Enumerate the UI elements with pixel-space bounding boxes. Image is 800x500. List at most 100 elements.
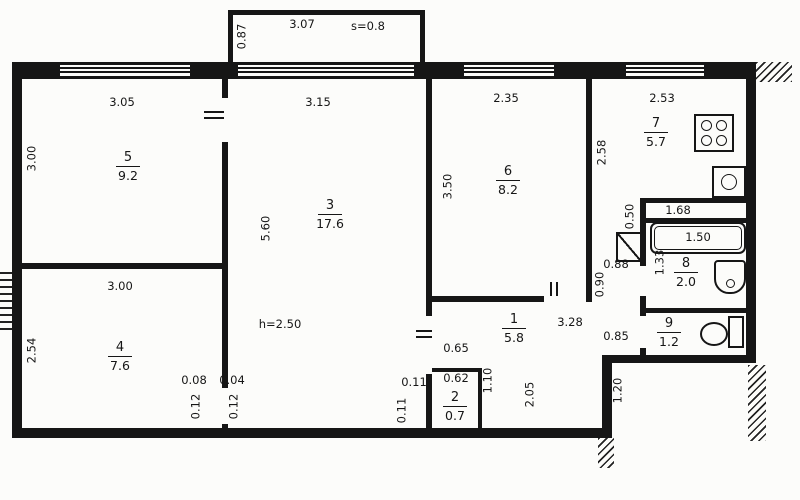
- wall-room6-kitchen: [586, 79, 592, 302]
- bathtub-icon: 1.50: [650, 222, 746, 254]
- top-wall-outer-line: [12, 62, 756, 65]
- top-wall-post-2: [190, 62, 238, 79]
- room-area: 8.2: [498, 182, 518, 197]
- dim-closet-width: 0.62: [443, 371, 469, 385]
- adjacent-wall-stub-below-entry: [598, 438, 614, 468]
- room-number: 1: [502, 313, 526, 329]
- balcony-wall-top: [228, 10, 425, 15]
- window-balcony-glazing-1: [238, 67, 414, 69]
- door-jamb-tick-room6-b: [556, 282, 558, 296]
- room-area: 2.0: [676, 274, 696, 289]
- lower-right-exterior-wall: [602, 355, 756, 363]
- wall-bath-left-lower: [640, 348, 646, 363]
- door-jamb-tick-hall-b: [416, 336, 432, 338]
- window-kitchen-glazing-2: [626, 71, 704, 73]
- top-wall-post-5: [704, 62, 756, 79]
- room-area: 7.6: [110, 358, 130, 373]
- wall-room3-right-upper: [426, 79, 432, 316]
- room-label-4: 4 7.6: [96, 336, 144, 373]
- wall-room5-room3-main: [222, 142, 228, 388]
- door-jamb-tick-hall-a: [416, 330, 432, 332]
- dim-room6-depth: 3.50: [440, 173, 455, 200]
- dim-bath-niche: 0.88: [603, 257, 629, 271]
- wall-bath-left-mid: [640, 296, 646, 316]
- wall-room4-room3-jamb: [222, 424, 228, 428]
- dim-bath-side: 0.90: [592, 271, 607, 298]
- dim-room3-width: 3.15: [305, 95, 331, 109]
- balcony-wall-right: [420, 10, 425, 62]
- room-number: 3: [318, 199, 342, 215]
- window-room5-glazing-1: [60, 67, 190, 69]
- room-number: 6: [496, 165, 520, 181]
- dim-balcony-depth: 0.87: [234, 23, 249, 50]
- door-jamb-tick-room5-a: [204, 111, 224, 113]
- door-jamb-tick-room5-b: [204, 117, 224, 119]
- toilet-bowl-icon: [700, 322, 728, 346]
- room-label-2: 2 0.7: [434, 386, 476, 423]
- room-label-3: 3 17.6: [304, 194, 356, 232]
- ventilation-shaft: [616, 232, 642, 262]
- dim-wall-a: 0.08: [181, 373, 207, 387]
- basin-drain-icon: [726, 279, 735, 288]
- wall-room5-room4: [22, 263, 222, 269]
- dim-hall-door: 0.65: [443, 341, 469, 355]
- dim-tub-length: 1.50: [685, 230, 711, 244]
- dim-room5-depth: 3.00: [24, 145, 39, 172]
- room-area: 9.2: [118, 168, 138, 183]
- stove-icon: [694, 114, 734, 152]
- dim-hall-v2: 2.05: [522, 381, 537, 408]
- room-area: 1.2: [659, 334, 679, 349]
- wall-room3-right-lower: [426, 374, 432, 428]
- door-jamb-tick-room6-a: [550, 282, 552, 296]
- wall-bath-left-upper: [640, 203, 646, 266]
- wall-closet-top: [432, 368, 482, 372]
- room-label-6: 6 8.2: [484, 160, 532, 197]
- dim-kitchen-depth: 2.58: [594, 139, 609, 166]
- window-kitchen-glazing-1: [626, 67, 704, 69]
- top-wall-inner-line: [12, 76, 756, 79]
- wall-kitchen-bottom: [640, 198, 756, 203]
- dim-wall-c: 0.12: [188, 393, 203, 420]
- wall-bath-wc: [646, 308, 746, 313]
- dim-room4-depth: 2.54: [24, 337, 39, 364]
- stove-burner-icon: [701, 120, 712, 131]
- dim-hall-v1: 1.10: [480, 367, 495, 394]
- room-label-9: 9 1.2: [650, 312, 688, 349]
- window-balcony-glazing-2: [238, 71, 414, 73]
- toilet-tank-icon: [728, 316, 744, 348]
- room-number: 8: [674, 257, 698, 273]
- kitchen-sink-icon: [712, 166, 746, 198]
- dim-kitchen-width: 2.53: [649, 91, 675, 105]
- dim-wc-width: 0.85: [603, 329, 629, 343]
- dim-hall-length: 3.28: [557, 315, 583, 329]
- room-label-5: 5 9.2: [104, 146, 152, 183]
- top-wall-post-1: [12, 62, 60, 79]
- entry-step-wall: [602, 362, 612, 438]
- dim-ceiling-height: h=2.50: [258, 317, 302, 331]
- wall-closet-right: [478, 368, 482, 428]
- top-wall-post-3: [414, 62, 464, 79]
- room-number: 4: [108, 341, 132, 357]
- room-label-7: 7 5.7: [634, 112, 678, 149]
- dim-room6-width: 2.35: [493, 91, 519, 105]
- window-room6-glazing-1: [464, 67, 554, 69]
- adjacent-wall-stub-bottom-right: [748, 365, 766, 441]
- dim-shaft: 0.50: [622, 203, 637, 230]
- left-wall-exterior-marks: [0, 272, 12, 330]
- dim-room3-depth: 5.60: [258, 215, 273, 242]
- room-area: 5.8: [504, 330, 524, 345]
- adjacent-wall-stub-top-right: [756, 62, 792, 82]
- window-room5-glazing-2: [60, 71, 190, 73]
- wall-bath-top: [640, 218, 756, 223]
- bottom-exterior-wall: [12, 428, 612, 438]
- room-area: 0.7: [445, 408, 465, 423]
- stove-burner-icon: [716, 120, 727, 131]
- left-exterior-wall: [12, 62, 22, 438]
- room-label-1: 1 5.8: [492, 308, 536, 345]
- dim-room4-width: 3.00: [107, 279, 133, 293]
- dim-balcony-width: 3.07: [289, 17, 315, 31]
- bathtub-rim-icon: [654, 226, 742, 250]
- washbasin-icon: [714, 260, 746, 294]
- stove-burner-icon: [701, 135, 712, 146]
